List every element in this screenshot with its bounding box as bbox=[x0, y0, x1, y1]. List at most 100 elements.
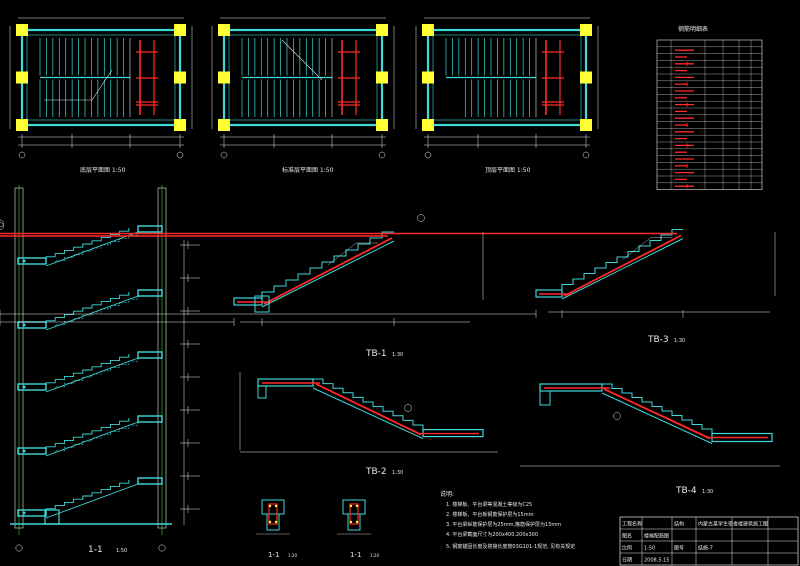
stair-flight-treads bbox=[45, 418, 130, 450]
beam-section-detail bbox=[256, 499, 290, 535]
note-item-5: 5. 钢筋锚固长度及搭接长度按03G101-1规范, 见有关规定 bbox=[446, 543, 575, 550]
flight-soffit bbox=[261, 240, 395, 308]
column bbox=[376, 71, 388, 84]
flight-soffit bbox=[312, 387, 424, 440]
plan-view bbox=[415, 17, 599, 159]
section-title: 1-1 bbox=[88, 545, 103, 555]
beam-section-detail bbox=[337, 499, 371, 535]
support-beam bbox=[539, 390, 551, 406]
plan-title-3: 顶层平面图 1:50 bbox=[485, 167, 531, 174]
stair-flight-detail bbox=[0, 222, 395, 326]
small-section-1-scale: 1:20 bbox=[288, 553, 297, 558]
landing-slab-right bbox=[137, 477, 163, 485]
note-item-4: 4. 平台梁截面尺寸为200x400,200x300 bbox=[446, 531, 538, 538]
leader-line bbox=[622, 237, 651, 260]
title-block-cell: 日期 bbox=[622, 558, 632, 564]
break-line bbox=[44, 69, 113, 101]
stair-flight-detail bbox=[239, 372, 498, 453]
small-section-1-label: 1-1 bbox=[268, 551, 279, 559]
column bbox=[422, 24, 434, 36]
landing-slab-left bbox=[17, 321, 47, 329]
column bbox=[174, 119, 186, 131]
title-block-cell: 结构 bbox=[674, 521, 684, 528]
flight-treads bbox=[313, 378, 424, 430]
title-block-cell: 工程名称 bbox=[622, 521, 642, 528]
plan-view bbox=[211, 17, 395, 159]
title-block-cell: 比例 bbox=[622, 545, 632, 552]
stirrup bbox=[349, 503, 359, 525]
main-rebar bbox=[603, 388, 711, 440]
tb2-scale: 1:30 bbox=[392, 470, 403, 476]
stair-flight-details bbox=[0, 214, 780, 467]
stirrup bbox=[268, 503, 278, 525]
beam-web bbox=[347, 513, 361, 531]
landing-slab-left bbox=[17, 257, 47, 265]
stair-flight-treads bbox=[45, 228, 130, 260]
grid-bubble bbox=[378, 151, 386, 159]
main-rebar bbox=[263, 237, 393, 305]
detail-bubble bbox=[404, 404, 412, 412]
detail-bubble bbox=[613, 412, 621, 420]
detail-bubble bbox=[0, 219, 4, 228]
tb4-scale: 1:30 bbox=[702, 489, 713, 495]
grid-bubble bbox=[220, 151, 228, 159]
stair-flight-treads bbox=[45, 480, 130, 512]
small-section-2-label: 1-1 bbox=[350, 551, 361, 559]
column bbox=[16, 119, 28, 131]
column bbox=[376, 24, 388, 36]
grid-bubble bbox=[18, 151, 26, 159]
stair-flight-dashed bbox=[54, 358, 139, 390]
landing-slab-right bbox=[137, 289, 163, 297]
column bbox=[174, 24, 186, 36]
rebar-table-title: 钢筋明细表 bbox=[678, 25, 708, 33]
break-line bbox=[281, 39, 323, 81]
tb1-scale: 1:30 bbox=[392, 352, 403, 358]
column bbox=[16, 24, 28, 36]
support-beam bbox=[257, 385, 267, 399]
landing-slab-left bbox=[17, 509, 47, 517]
grid-bubble bbox=[158, 544, 166, 552]
column bbox=[580, 119, 592, 131]
stair-flight-dashed bbox=[54, 232, 139, 264]
beam-web bbox=[266, 513, 280, 531]
column bbox=[218, 71, 230, 84]
landing-slab-right bbox=[137, 415, 163, 423]
title-block-cell: 图名 bbox=[622, 533, 632, 540]
landing-slab-left bbox=[17, 447, 47, 455]
column bbox=[174, 71, 186, 84]
beam-outline bbox=[342, 499, 366, 515]
title-block-cell: 内蒙古某学生宿舍楼建筑施工图 bbox=[698, 521, 768, 528]
section-scale: 1:50 bbox=[116, 548, 127, 554]
rebar-dot bbox=[268, 504, 272, 508]
title-block-cell: 2008.5.15 bbox=[644, 558, 669, 564]
landing-slab-left bbox=[17, 383, 47, 391]
beam-dot bbox=[22, 449, 26, 453]
note-item-1: 1. 楼梯板、平台梁等混凝土等级为C25 bbox=[446, 501, 532, 508]
small-section-2-scale: 1:20 bbox=[370, 553, 379, 558]
column bbox=[580, 24, 592, 36]
column bbox=[422, 119, 434, 131]
section-1-1 bbox=[10, 185, 200, 552]
beam-dot bbox=[22, 385, 26, 389]
title-block-cell: 1:50 bbox=[644, 546, 655, 552]
rebar-dot bbox=[355, 520, 359, 524]
beam-dot bbox=[22, 323, 26, 327]
title-block-cell: 图号 bbox=[674, 546, 684, 552]
main-rebar bbox=[563, 234, 682, 297]
flight-treads bbox=[561, 229, 683, 290]
grid-bubble bbox=[424, 151, 432, 159]
stair-flight-dashed bbox=[54, 422, 139, 454]
stair-flight-detail bbox=[0, 219, 684, 318]
column bbox=[376, 119, 388, 131]
plan-title-1: 底层平面图 1:50 bbox=[80, 166, 126, 174]
tb4-label: TB-4 bbox=[675, 486, 697, 496]
note-item-2: 2. 楼梯板、平台板钢筋保护层为15mm bbox=[446, 511, 534, 518]
column bbox=[16, 71, 28, 84]
floor-plans bbox=[9, 17, 599, 159]
rebar-dot bbox=[268, 520, 272, 524]
beam-sections bbox=[256, 499, 371, 535]
beam-dot bbox=[22, 259, 26, 263]
column bbox=[580, 71, 592, 84]
